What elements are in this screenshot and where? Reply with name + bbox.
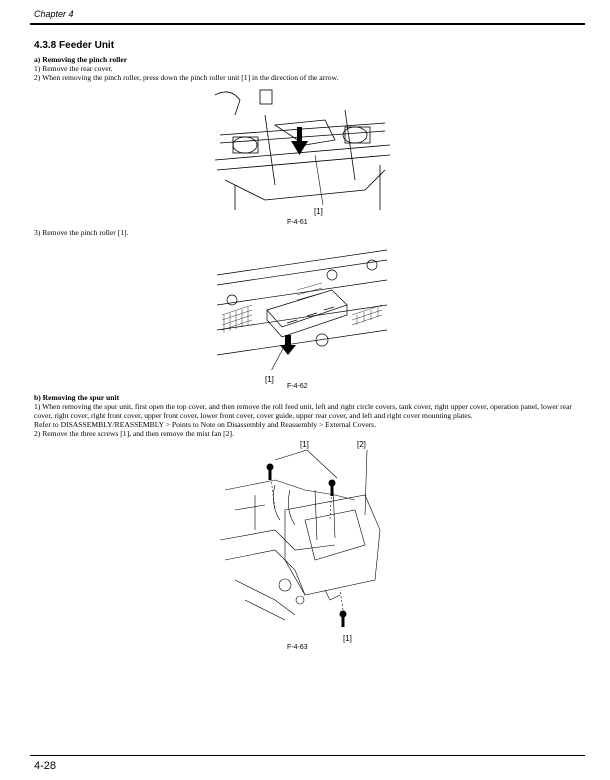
header-rule (30, 23, 585, 25)
chapter-header: Chapter 4 (34, 9, 74, 19)
f63-label: F-4-63 (287, 644, 308, 651)
f63-callout-3: [1] (343, 634, 352, 643)
step-a3: 3) Remove the pinch roller [1]. (34, 228, 129, 237)
f63-callout-2: [2] (357, 440, 366, 449)
f61-callout-1: [1] (314, 207, 323, 216)
step-a2: 2) When removing the pinch roller, press… (34, 73, 339, 82)
figure-f-4-63 (219, 450, 381, 627)
footer-rule (30, 755, 585, 756)
f62-callout-1: [1] (265, 375, 274, 384)
f61-label: F-4-61 (287, 219, 308, 226)
step-b1: 1) When removing the spur unit, first op… (34, 402, 572, 420)
figure-f-4-61 (214, 89, 391, 210)
f63-callout-1: [1] (300, 440, 309, 449)
section-title: 4.3.8 Feeder Unit (34, 40, 115, 51)
subsection-b-title: b) Removing the spur unit (34, 393, 120, 402)
step-a1: 1) Remove the rear cover. (34, 64, 113, 73)
refer-note: Refer to DISASSEMBLY/REASSEMBLY > Points… (34, 420, 377, 429)
step-b2: 2) Remove the three screws [1], and then… (34, 429, 234, 438)
subsection-a-title: a) Removing the pinch roller (34, 55, 128, 64)
page-number: 4-28 (34, 760, 57, 772)
f62-label: F-4-62 (287, 383, 308, 390)
figure-f-4-62 (216, 249, 388, 370)
